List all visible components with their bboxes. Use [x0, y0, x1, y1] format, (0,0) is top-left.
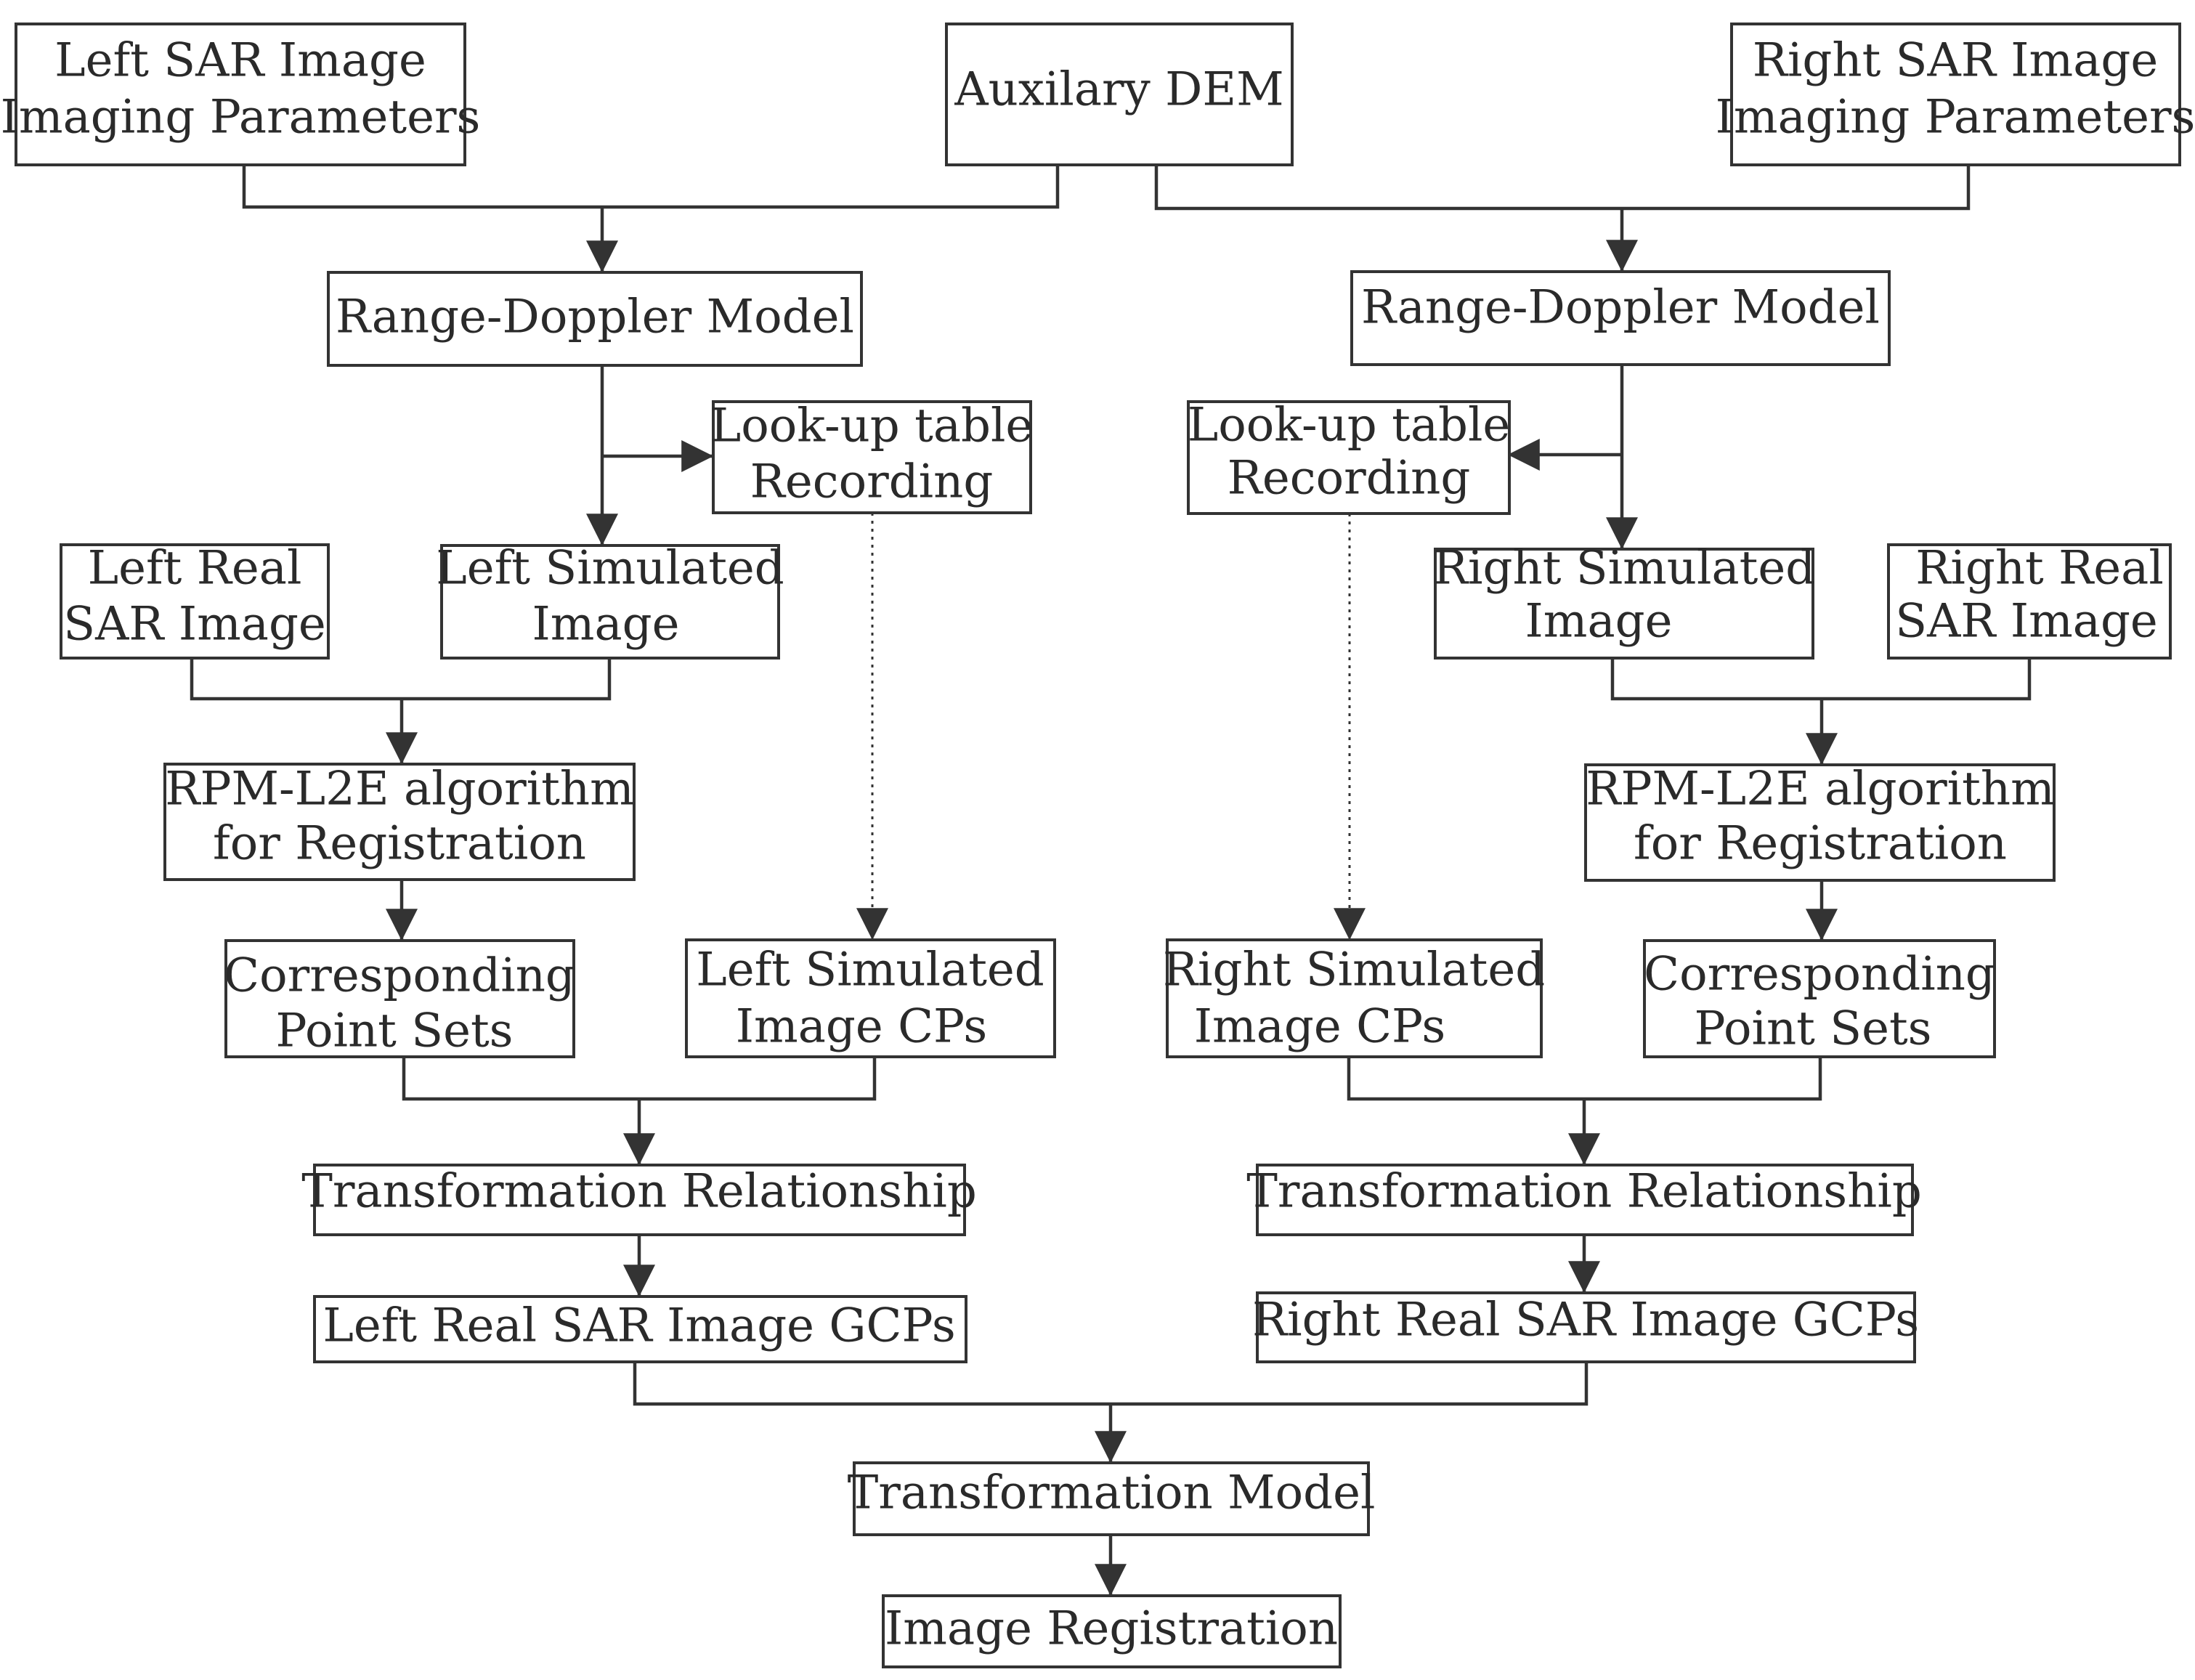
left-rpm-l2e-line1: RPM-L2E algorithm — [165, 763, 634, 816]
right-simulated-image-cps-line2: Image CPs — [1194, 1000, 1445, 1054]
connector-gcps — [633, 1362, 1589, 1406]
right-corresponding-point-sets-box: Corresponding Point Sets — [1643, 939, 1996, 1058]
left-corresponding-point-sets-box: Corresponding Point Sets — [224, 939, 575, 1058]
left-corresponding-point-sets-line1: Corresponding — [224, 949, 575, 1003]
left-imaging-parameters-box: Left SAR Image Imaging Parameters — [1, 23, 481, 166]
auxiliary-dem-label: Auxilary DEM — [954, 63, 1283, 117]
right-real-sar-image-box: Right Real SAR Image — [1887, 542, 2172, 660]
connector-left-points-cps — [402, 1057, 877, 1101]
right-rpm-l2e-box: RPM-L2E algorithm for Registration — [1584, 763, 2056, 882]
connectors — [190, 165, 2032, 1596]
left-lookup-table-box: Look-up table Recording — [710, 399, 1034, 514]
connector-right-cps-points — [1347, 1057, 1822, 1101]
right-lookup-table-line2: Recording — [1228, 452, 1471, 506]
right-simulated-image-cps-line1: Right Simulated — [1163, 944, 1545, 997]
image-registration-box: Image Registration — [882, 1594, 1342, 1668]
right-lookup-table-box: Look-up table Recording — [1187, 399, 1511, 515]
connector-left-params-dem — [242, 165, 1060, 209]
left-simulated-image-cps-line2: Image CPs — [736, 1000, 987, 1054]
left-imaging-parameters-line2: Imaging Parameters — [1, 91, 481, 145]
transformation-model-box: Transformation Model — [848, 1461, 1376, 1536]
left-rpm-l2e-box: RPM-L2E algorithm for Registration — [163, 763, 636, 881]
left-simulated-image-line2: Image — [532, 598, 680, 652]
left-imaging-parameters-line1: Left SAR Image — [54, 34, 426, 88]
left-real-sar-image-gcps-box: Left Real SAR Image GCPs — [313, 1295, 967, 1363]
transformation-model-label: Transformation Model — [848, 1466, 1376, 1520]
right-transformation-relationship-box: Transformation Relationship — [1246, 1164, 1922, 1236]
right-real-sar-image-gcps-label: Right Real SAR Image GCPs — [1252, 1294, 1919, 1347]
right-simulated-image-line1: Right Simulated — [1433, 542, 1815, 596]
right-simulated-image-cps-box: Right Simulated Image CPs — [1163, 938, 1545, 1058]
right-simulated-image-line2: Image — [1525, 595, 1673, 649]
right-rpm-l2e-line2: for Registration — [1634, 817, 2007, 871]
left-lookup-table-line2: Recording — [750, 455, 994, 509]
right-real-sar-image-line1: Right Real — [1915, 542, 2164, 596]
left-real-sar-image-box: Left Real SAR Image — [60, 542, 330, 660]
left-real-sar-image-gcps-label: Left Real SAR Image GCPs — [322, 1299, 955, 1353]
connector-right-simulated-real — [1610, 658, 2032, 701]
left-simulated-image-cps-box: Left Simulated Image CPs — [685, 938, 1056, 1058]
left-real-sar-image-line2: SAR Image — [63, 598, 326, 652]
nodes: Left SAR Image Imaging Parameters Auxila… — [1, 23, 2195, 1668]
right-imaging-parameters-box: Right SAR Image Imaging Parameters — [1716, 23, 2195, 166]
right-real-sar-image-gcps-box: Right Real SAR Image GCPs — [1252, 1291, 1919, 1363]
right-imaging-parameters-line2: Imaging Parameters — [1716, 91, 2195, 145]
left-simulated-image-line1: Left Simulated — [436, 542, 784, 596]
right-imaging-parameters-line1: Right SAR Image — [1753, 34, 2158, 88]
left-transformation-relationship-box: Transformation Relationship — [301, 1164, 977, 1236]
left-rpm-l2e-line2: for Registration — [213, 817, 586, 871]
left-lookup-table-line1: Look-up table — [710, 399, 1034, 453]
left-transformation-relationship-label: Transformation Relationship — [301, 1165, 977, 1219]
right-lookup-table-line1: Look-up table — [1188, 399, 1511, 453]
right-rpm-l2e-line1: RPM-L2E algorithm — [1586, 763, 2055, 816]
image-registration-label: Image Registration — [885, 1602, 1338, 1656]
left-simulated-image-cps-line1: Left Simulated — [696, 944, 1044, 997]
connector-dem-right-params — [1154, 165, 1971, 211]
right-simulated-image-box: Right Simulated Image — [1433, 542, 1815, 660]
right-real-sar-image-line2: SAR Image — [1895, 595, 2158, 649]
left-real-sar-image-line1: Left Real — [88, 542, 302, 596]
right-transformation-relationship-label: Transformation Relationship — [1246, 1165, 1922, 1219]
left-corresponding-point-sets-line2: Point Sets — [275, 1005, 513, 1058]
left-range-doppler-model-label: Range-Doppler Model — [336, 291, 854, 344]
connector-left-real-simulated — [190, 658, 612, 701]
right-corresponding-point-sets-line1: Corresponding — [1644, 948, 1995, 1002]
right-corresponding-point-sets-line2: Point Sets — [1694, 1002, 1931, 1056]
right-range-doppler-model-label: Range-Doppler Model — [1361, 281, 1880, 335]
right-range-doppler-model-box: Range-Doppler Model — [1350, 270, 1891, 366]
left-range-doppler-model-box: Range-Doppler Model — [327, 271, 863, 367]
left-simulated-image-box: Left Simulated Image — [436, 542, 784, 660]
auxiliary-dem-box: Auxilary DEM — [945, 23, 1294, 166]
